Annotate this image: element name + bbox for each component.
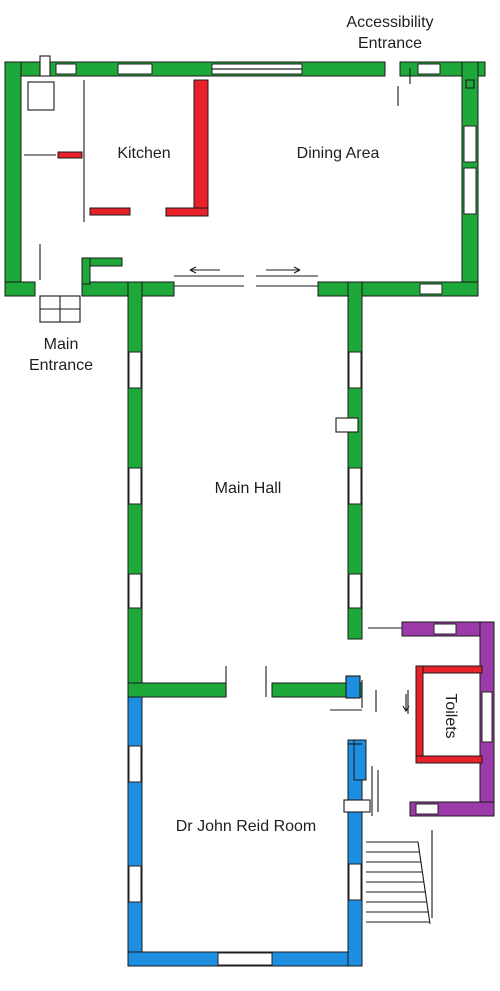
toilets-label: Toilets <box>442 693 459 738</box>
kitchen-label: Kitchen <box>117 145 170 162</box>
dining-area-label: Dining Area <box>297 145 380 162</box>
windows <box>55 63 493 966</box>
main-entrance-label-line2: Entrance <box>29 357 93 374</box>
fixtures <box>24 55 475 925</box>
main-hall-label: Main Hall <box>215 480 282 497</box>
accessibility-entrance-label-line1: Accessibility <box>346 14 433 31</box>
red-walls <box>57 79 483 764</box>
main-entrance-label-line1: Main <box>44 336 79 353</box>
dr-john-reid-room-label: Dr John Reid Room <box>176 818 317 835</box>
accessibility-entrance-label-line2: Entrance <box>358 35 422 52</box>
